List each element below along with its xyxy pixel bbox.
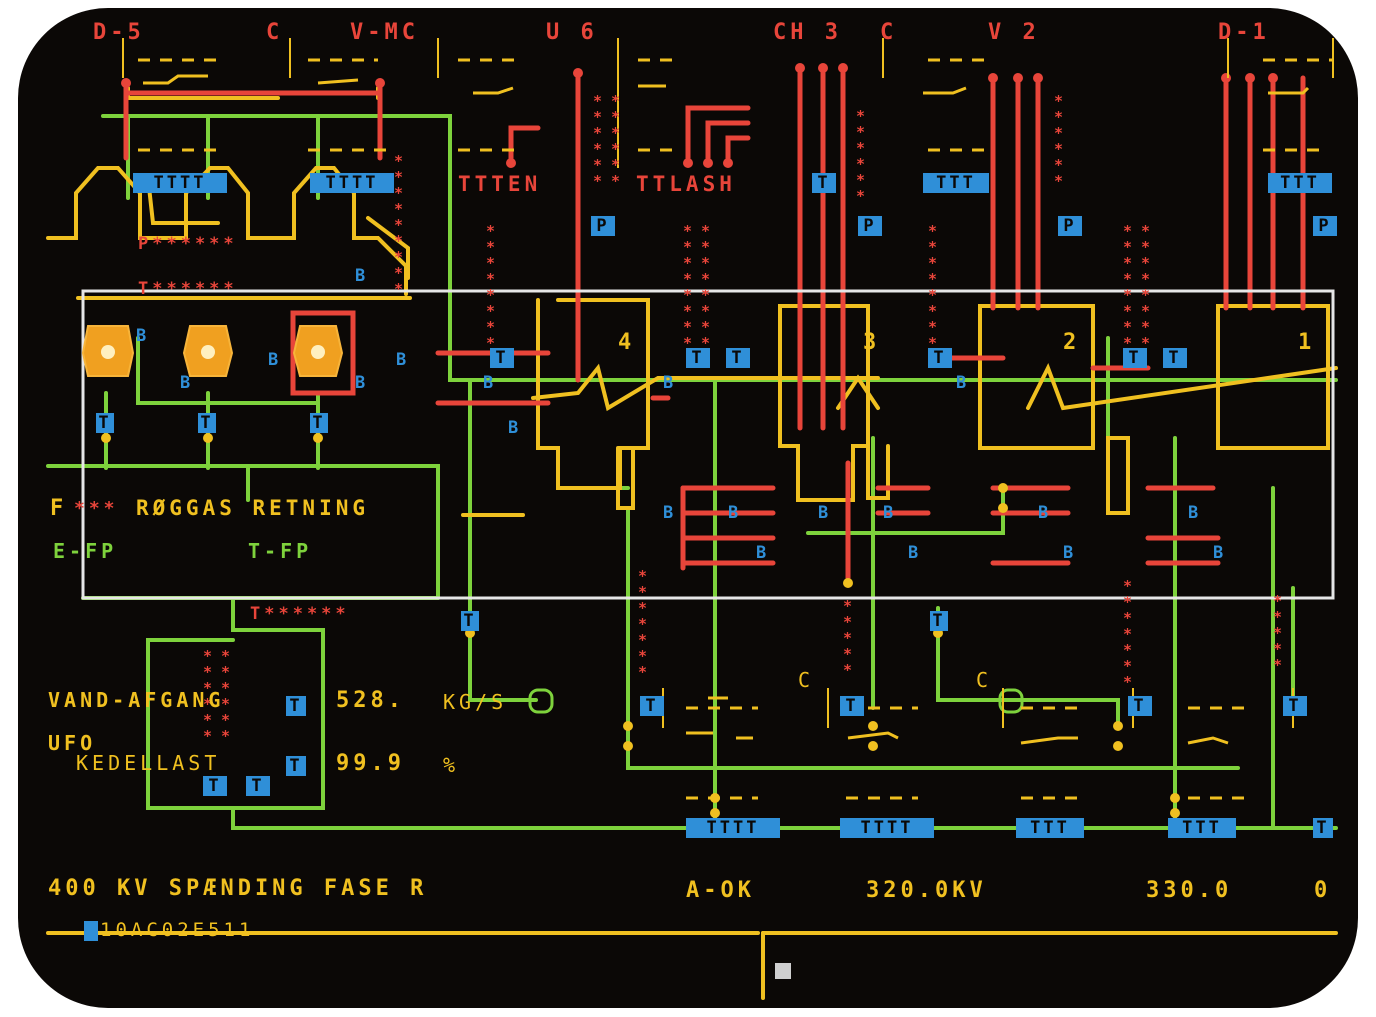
badge-tttt-3: TTTT (840, 818, 934, 838)
block-number-4: 4 (618, 330, 632, 355)
star-row-t: T****** (138, 279, 238, 299)
valve-symbols (81, 325, 1024, 714)
badge-ttt-d5: TTTT (133, 173, 227, 193)
star-row-p: P****** (138, 234, 238, 254)
yellow-lines (46, 86, 1338, 1000)
header-c-left: C (266, 20, 284, 45)
badge-p-ch3: P (858, 216, 882, 236)
badge-ttt-d1: TTT (1268, 173, 1332, 193)
badge-p-u6: P (591, 216, 615, 236)
alarm-extra-value: 0 (1314, 878, 1332, 903)
badge-t-ch3: T (812, 173, 836, 193)
label-tttens: TTTEN (458, 172, 542, 196)
vand-afgang-value: 528. (336, 688, 405, 713)
header-vmc: V-MC (350, 20, 419, 45)
synoptic-screen: D-5 C V-MC U 6 CH 3 C V 2 D-1 TTTT TTTT … (18, 8, 1358, 1008)
header-v2: V 2 (988, 20, 1040, 45)
block-number-2: 2 (1063, 330, 1077, 355)
badge-p-v2: P (1058, 216, 1082, 236)
alarm-state: A-OK (686, 878, 755, 903)
row-f-label: F (50, 496, 68, 521)
alarm-message[interactable]: 400 KV SPÆNDING FASE R (48, 876, 428, 901)
kedellast-unit: % (443, 753, 460, 777)
screen-cursor[interactable] (775, 963, 791, 979)
badge-ttt-2: TTT (1016, 818, 1084, 838)
tag-marker (84, 921, 98, 941)
header-u6: U 6 (546, 20, 598, 45)
vand-afgang-label: VAND-AFGANG (48, 688, 225, 712)
block-number-1: 1 (1298, 330, 1312, 355)
label-e-fp: E-FP (53, 539, 118, 563)
kedellast-value: 99.9 (336, 751, 405, 776)
header-d1: D-1 (1218, 20, 1270, 45)
badge-ttt-v2: TTT (923, 173, 989, 193)
flue-gas-direction-label: RØGGAS RETNING (136, 496, 370, 520)
ufo-label: UFO (48, 731, 97, 755)
header-ch3: CH 3 (773, 20, 842, 45)
bottom-label-c-left: C (798, 668, 815, 692)
kedellast-label: KEDELLAST (76, 751, 221, 775)
badge-ttt-vmc: TTTT (310, 173, 394, 193)
label-t-fp: T-FP (248, 539, 313, 563)
header-d5: D-5 (93, 20, 145, 45)
badge-tttt-4: TTTT (686, 818, 780, 838)
badge-ttt-1: TTT (1168, 818, 1236, 838)
block-number-3: 3 (863, 330, 877, 355)
label-ttlash: TTLASH (636, 172, 736, 196)
alarm-measured-value: 320.0KV (866, 878, 987, 903)
alarm-limit-value: 330.0 (1146, 878, 1233, 903)
alarm-tag-id: 10AC02E511 (100, 919, 255, 941)
header-c-right: C (880, 20, 898, 45)
bottom-label-c-right: C (976, 668, 993, 692)
process-schematic (46, 38, 1338, 1000)
red-pipes (123, 65, 1306, 581)
vand-afgang-unit: KG/S (443, 690, 508, 714)
star-row-bottom: T****** (250, 604, 350, 624)
badge-p-d1: P (1313, 216, 1337, 236)
